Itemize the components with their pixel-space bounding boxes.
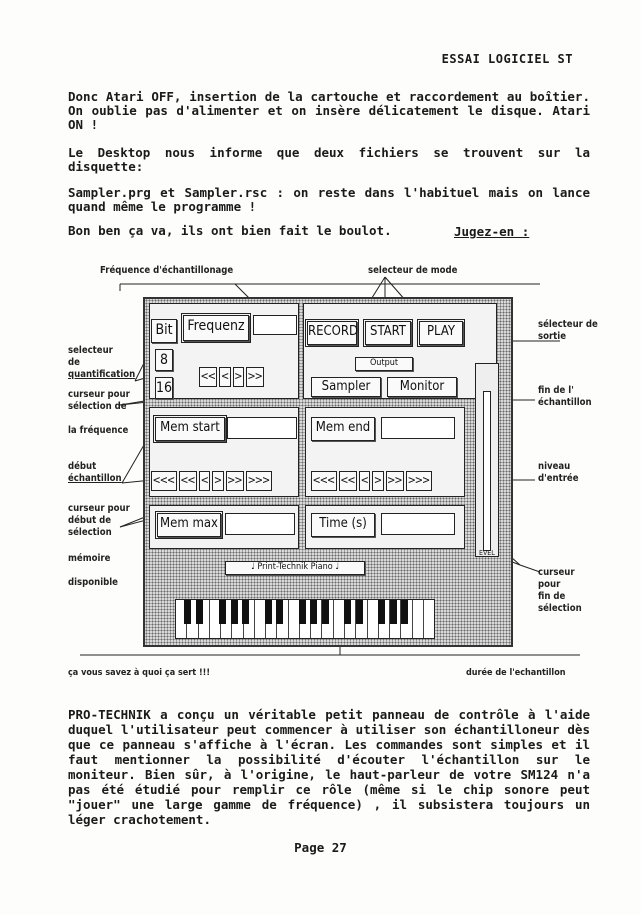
mem-start-field[interactable] (227, 417, 297, 439)
judge-heading: Jugez-en : (454, 224, 530, 239)
sampler-screen: Bit 8 16 Frequenz << < > >> RECORD START… (143, 297, 513, 647)
start-arrow-fast-left[interactable]: << (178, 471, 198, 491)
caption-right: durée de l'echantillon (466, 668, 566, 678)
output-label: Output (355, 357, 413, 371)
mem-max-button[interactable]: Mem max (155, 511, 223, 539)
freq-cursor-arrows: << < > >> (199, 367, 265, 387)
page-number: Page 27 (294, 840, 347, 855)
label-sample-start: début échantillon (68, 461, 122, 484)
start-arrow-right[interactable]: > (212, 471, 224, 491)
end-arrow-left[interactable]: < (359, 471, 371, 491)
mem-max-field (225, 513, 295, 535)
level-meter-bar (483, 391, 491, 551)
start-button[interactable]: START (363, 319, 413, 347)
label-memory: mémoire disponible (68, 553, 118, 588)
body-paragraph: PRO-TECHNIK a conçu un véritable petit p… (68, 707, 590, 827)
frequenz-field[interactable] (253, 315, 297, 335)
label-input-level: niveau d'entrée (538, 461, 579, 484)
label-mode-selector: selecteur de mode (368, 265, 458, 276)
intro-paragraph-3: Sampler.prg et Sampler.rsc : on reste da… (68, 185, 590, 214)
intro-paragraph-2: Le Desktop nous informe que deux fichier… (68, 145, 590, 174)
label-freq-sampling: Fréquence d'échantillonage (100, 265, 234, 276)
end-arrow-right[interactable]: > (372, 471, 384, 491)
label-sample-end: fin de l' échantillon (538, 385, 592, 408)
time-field (381, 513, 455, 535)
start-arrow-left[interactable]: < (199, 471, 211, 491)
bit-8-button[interactable]: 8 (155, 349, 173, 371)
page-header: ESSAI LOGICIEL ST (441, 52, 573, 66)
start-arrow-fastest-left[interactable]: <<< (151, 471, 177, 491)
end-arrow-fast-left[interactable]: << (338, 471, 358, 491)
end-arrow-fastest-right[interactable]: >>> (406, 471, 432, 491)
label-end-sel-cursor: curseur pour fin de sélection (538, 567, 582, 614)
time-button[interactable]: Time (s) (311, 513, 375, 537)
freq-arrow-fast-left[interactable]: << (199, 367, 218, 387)
intro-paragraph-1: Donc Atari OFF, insertion de la cartouch… (68, 89, 590, 132)
freq-arrow-right[interactable]: > (232, 367, 244, 387)
mem-end-button[interactable]: Mem end (311, 417, 375, 441)
start-cursor-arrows: <<< << < > >> >>> (151, 471, 272, 491)
record-button[interactable]: RECORD (305, 319, 359, 347)
level-label: EVEL (479, 549, 495, 557)
label-freq-cursor: curseur pour sélection de la fréquence (68, 389, 130, 436)
monitor-button[interactable]: Monitor (387, 377, 457, 397)
label-start-sel-cursor: curseur pour début de sélection (68, 503, 130, 538)
bit-16-button[interactable]: 16 (155, 377, 173, 399)
label-output-selector: sélecteur de sortie (538, 319, 598, 342)
start-arrow-fastest-right[interactable]: >>> (246, 471, 272, 491)
caption-left: ça vous savez à quoi ça sert !!! (68, 668, 211, 678)
play-button[interactable]: PLAY (417, 319, 465, 347)
mem-end-field[interactable] (381, 417, 455, 439)
freq-arrow-left[interactable]: < (219, 367, 231, 387)
end-arrow-fastest-left[interactable]: <<< (311, 471, 337, 491)
intro-paragraph-4: Bon ben ça va, ils ont bien fait le boul… (68, 223, 392, 238)
piano-title: ♩ Print-Technik Piano ♩ (225, 561, 365, 575)
mem-start-button[interactable]: Mem start (153, 415, 227, 443)
piano-keyboard[interactable] (175, 599, 435, 639)
frequenz-button[interactable]: Frequenz (181, 313, 251, 343)
end-arrow-fast-right[interactable]: >> (385, 471, 405, 491)
start-arrow-fast-right[interactable]: >> (225, 471, 245, 491)
sampler-button[interactable]: Sampler (311, 377, 381, 397)
sampler-figure: Fréquence d'échantillonage selecteur de … (0, 255, 641, 685)
freq-arrow-fast-right[interactable]: >> (245, 367, 265, 387)
bit-label: Bit (151, 319, 177, 343)
end-cursor-arrows: <<< << < > >> >>> (311, 471, 432, 491)
label-quant-selector: selecteur de quantification (68, 345, 136, 380)
